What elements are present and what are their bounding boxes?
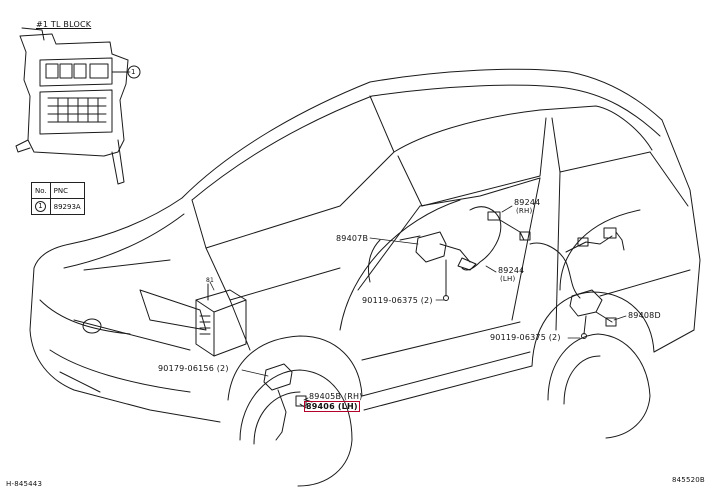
block-callout-number: 1 [131,68,136,76]
pnc-header-no: No. [31,182,51,199]
pnc-table: No. PNC 1 89293A [31,182,85,215]
callout-90119-06375-a: 90119-06375 (2) [362,296,433,305]
pnc-table-header: No. PNC [31,182,85,199]
block-title: #1 TL BLOCK [36,20,92,29]
block-callout-circle [127,65,141,79]
front-height-sensor [263,363,313,441]
callout-89407b: 89407B [336,234,369,243]
car-body-outline [29,68,701,487]
pnc-table-row: 1 89293A [31,198,85,215]
pnc-header-pnc: PNC [49,182,85,199]
callout-89406-highlighted[interactable]: 89406 (LH) [304,401,360,412]
ref-code-bottom-right: 845520B [672,476,705,484]
callout-89408d: 89408D [628,311,661,320]
callout-81: 81 [206,277,215,284]
callout-90179-06156: 90179-06156 (2) [158,364,229,373]
callout-89405b: 89405B (RH) [309,392,363,401]
callout-89244-rh-side: (RH) [516,207,533,215]
callout-89244-lh: 89244 [498,266,525,275]
callout-89244-lh-side: (LH) [500,275,516,283]
pnc-row-no: 1 [35,201,46,212]
fuse-block-drawing [15,27,129,185]
leader-lines [127,71,627,409]
ref-code-bottom-left: H-845443 [6,480,43,488]
pnc-row-pnc: 89293A [49,198,85,215]
rear-height-sensor-lh [415,231,477,301]
wire-harness-rh [461,206,531,271]
callout-90119-06375-b: 90119-06375 (2) [490,333,561,342]
callout-89244-rh: 89244 [514,198,541,207]
wire-harness-lh [529,227,625,299]
ecu-module [195,283,247,357]
rear-height-sensor-rh [569,289,617,339]
